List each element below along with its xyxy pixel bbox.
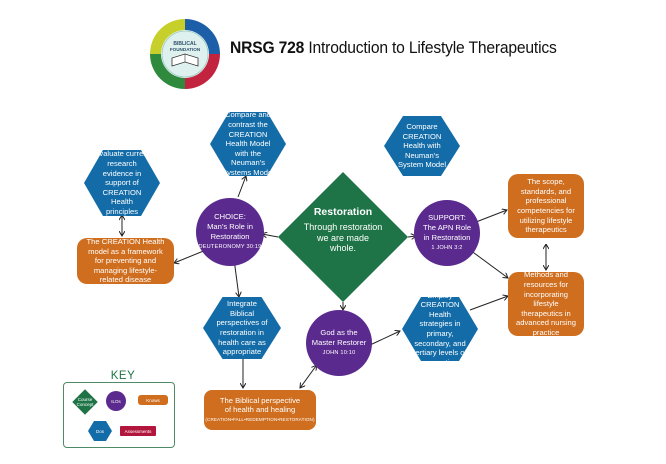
key-assessments-label: Assessments	[124, 428, 152, 434]
key-ilos-label: ILOs	[111, 398, 121, 404]
course-title: Introduction to Lifestyle Therapeutics	[308, 38, 557, 57]
key-dos-label: Dos	[95, 428, 104, 434]
hex-integrate-biblical: Integrate Biblical perspectives of resto…	[203, 297, 281, 359]
key-ilos: ILOs	[106, 391, 126, 411]
logo-segment-concepts	[150, 19, 185, 54]
logo-text-2: FOUNDATION	[170, 47, 201, 52]
hex-employ-text: Employ CREATION Health strategies in pri…	[413, 290, 467, 367]
center-subtext: Through restoration we are made whole.	[303, 222, 383, 254]
circle-god-restorer: God as the Master Restorer JOHN 10:10	[306, 310, 372, 376]
support-line-3: in Restoration	[423, 232, 471, 242]
arrow-god-biblical	[300, 366, 316, 388]
key-knows-label: Knows	[146, 397, 160, 403]
arrow-center-choice	[262, 234, 279, 237]
page-title: NRSG 728 Introduction to Lifestyle Thera…	[230, 38, 557, 58]
logo-segment-assessments	[185, 54, 220, 89]
key-assessments: Assessments	[120, 426, 156, 436]
box-methods-text: Methods and resources for incorporating …	[516, 270, 576, 337]
arrow-choice-compare	[237, 176, 246, 198]
support-line-2: The APN Role	[422, 222, 472, 232]
key-course-concept-label: Course Concept	[76, 397, 94, 407]
key-title: KEY	[110, 370, 136, 382]
key-course-concept: Course Concept	[72, 389, 98, 415]
arrow-support-methods	[469, 249, 508, 278]
support-bible-ref: 1 JOHN 3:2	[431, 244, 463, 251]
choice-line-3: Restoration	[210, 231, 250, 241]
hex-integrate-text: Integrate Biblical perspectives of resto…	[216, 299, 268, 357]
god-line-1: God as the	[320, 327, 358, 337]
key-legend: Course Concept ILOs Knows Dos Assessment…	[63, 382, 175, 448]
logo-segment-outcomes	[185, 19, 220, 54]
biblical-line-1: The Biblical perspective	[219, 395, 301, 405]
god-bible-ref: JOHN 10:10	[322, 349, 356, 356]
key-dos: Dos	[88, 421, 112, 441]
god-line-2: Master Restorer	[311, 337, 367, 347]
arrow-employ-methods	[469, 296, 508, 311]
box-scope-standards: The scope, standards, and professional c…	[508, 174, 584, 238]
box-methods-resources: Methods and resources for incorporating …	[508, 270, 584, 337]
choice-line-2: Man’s Role in	[207, 221, 253, 231]
key-knows: Knows	[138, 395, 168, 405]
box-creation-model: The CREATION Health model as a framework…	[77, 237, 174, 285]
biblical-foundation-logo: BIBLICAL FOUNDATION	[147, 16, 223, 92]
diamond-restoration: Restoration Through restoration we are m…	[277, 171, 409, 303]
box-biblical-perspective: The Biblical perspective of health and h…	[204, 390, 316, 430]
hex-compare-neuman-text: Compare CREATION Health with Neuman’s Sy…	[397, 122, 447, 170]
box-scope-text: The scope, standards, and professional c…	[517, 177, 575, 235]
circle-support: SUPPORT: The APN Role in Restoration 1 J…	[414, 200, 480, 266]
choice-line-1: CHOICE:	[214, 211, 246, 221]
support-line-1: SUPPORT:	[428, 212, 466, 222]
choice-bible-ref: DEUTERONOMY 30:19	[198, 243, 262, 250]
logo-text-1: BIBLICAL	[173, 41, 196, 47]
circle-choice: CHOICE: Man’s Role in Restoration DEUTER…	[196, 198, 264, 266]
arrow-support-scope	[475, 210, 507, 223]
hex-compare-contrast-text: Compare and contrast the CREATION Health…	[222, 110, 274, 177]
arrow-choice-creation	[174, 249, 207, 263]
box-creation-model-text: The CREATION Health model as a framework…	[86, 237, 165, 285]
arrow-god-employ	[369, 331, 400, 346]
logo-segment-activities	[150, 54, 185, 89]
biblical-line-2: of health and healing	[224, 405, 296, 415]
hex-evaluate-text: Evaluate current research evidence in su…	[94, 149, 150, 216]
center-heading: Restoration	[313, 206, 373, 219]
course-code: NRSG 728	[230, 38, 305, 57]
biblical-line-3: (CREATION•FALL•REDEMPTION•RESTORATION)	[205, 416, 315, 422]
